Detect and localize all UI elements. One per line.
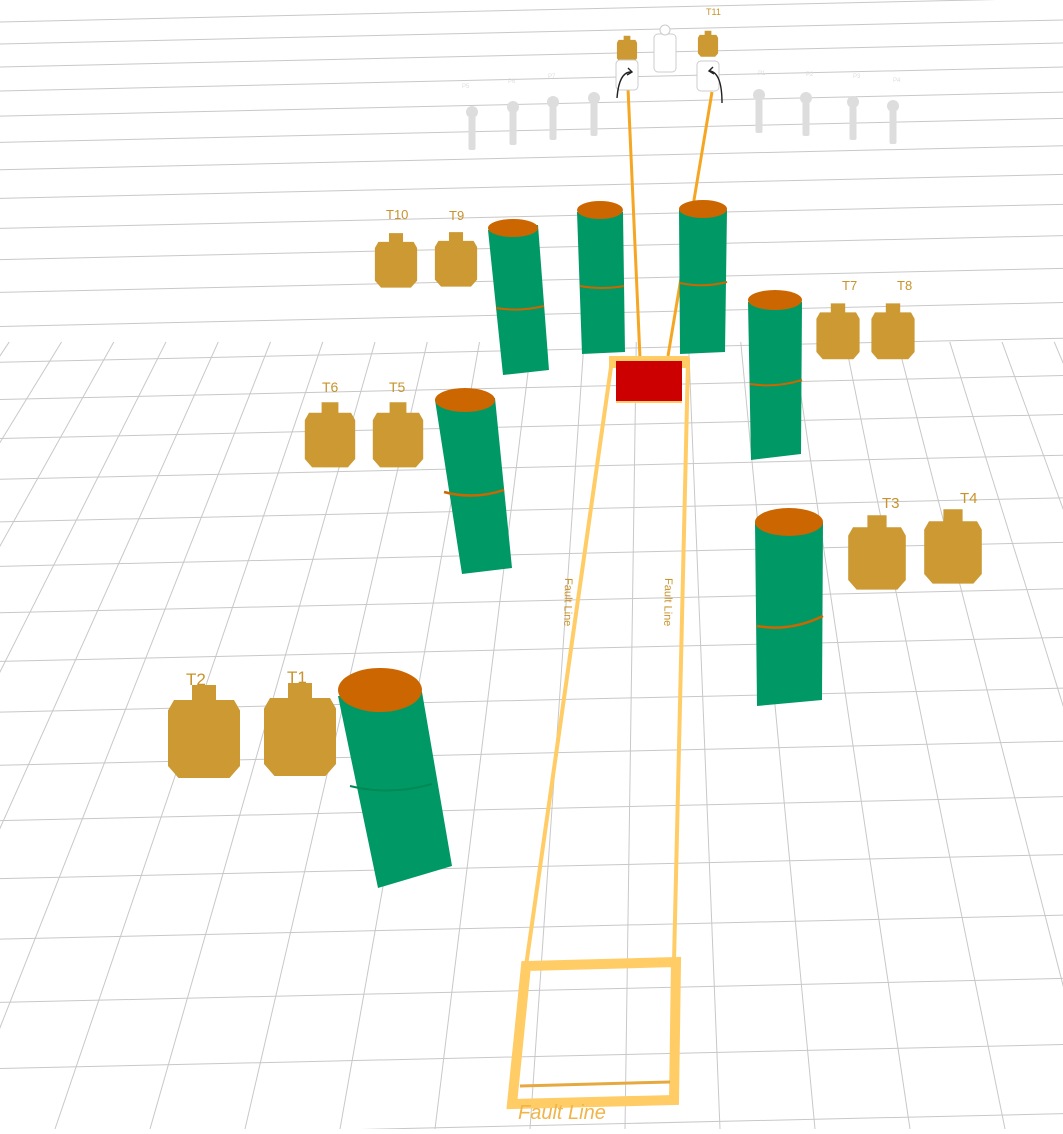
cardboard-target-icon [871, 303, 914, 359]
barrel-cylinder-icon [679, 200, 727, 354]
svg-text:P1: P1 [758, 71, 766, 77]
cardboard-target-icon [373, 402, 423, 467]
target-label-t7: T7 [842, 278, 857, 293]
target-label-t10: T10 [386, 207, 408, 222]
target-label-t9: T9 [449, 208, 464, 223]
steel-popper-icon [466, 106, 478, 150]
steel-popper-icon [847, 96, 859, 140]
cardboard-target-icon [264, 683, 336, 776]
target-t2: T2 [168, 670, 240, 778]
fault-line-side-label-right: Fault Line [661, 578, 674, 627]
cardboard-target-icon [816, 303, 859, 359]
barrel-cylinder-icon [755, 508, 823, 706]
cardboard-target-icon [375, 233, 417, 288]
swinging-targets[interactable]: T11 [616, 7, 722, 103]
barrels [338, 200, 823, 888]
steel-popper-icon [507, 101, 519, 145]
barrel-cylinder-icon [435, 388, 512, 574]
cardboard-target-icon [435, 232, 477, 287]
barrel-cylinder-icon [488, 219, 549, 375]
target-label-t2: T2 [186, 670, 206, 689]
target-label-t8: T8 [897, 278, 912, 293]
cardboard-target-icon [848, 515, 906, 589]
barrel-cylinder-icon [577, 201, 625, 354]
target-t4: T4 [924, 490, 982, 584]
steel-popper-icon [547, 96, 559, 140]
svg-text:P2: P2 [806, 72, 814, 78]
target-label-t5: T5 [389, 379, 406, 395]
target-t8: T8 [871, 278, 914, 359]
target-t1: T1 [264, 668, 336, 776]
steel-popper-icon [800, 92, 812, 136]
cardboard-target-icon [168, 685, 240, 778]
steel-poppers: P5 P6 P7 P1 P2 P3 P4 [462, 71, 901, 150]
svg-text:P7: P7 [548, 74, 556, 80]
cardboard-target-icon [924, 509, 982, 583]
cardboard-target-icon [617, 36, 637, 62]
target-t3: T3 [848, 495, 906, 590]
target-label-t3: T3 [882, 495, 900, 512]
svg-text:P4: P4 [893, 78, 901, 84]
target-label-t11: T11 [706, 7, 721, 17]
svg-text:P5: P5 [462, 84, 470, 90]
target-t7: T7 [816, 278, 859, 359]
start-box[interactable] [609, 356, 689, 403]
target-label-t4: T4 [960, 490, 978, 507]
barrel-cylinder-icon [338, 668, 452, 888]
svg-text:P6: P6 [508, 79, 516, 85]
fault-line-side-label-left: Fault Line [561, 578, 574, 627]
target-t9: T9 [435, 208, 477, 287]
cardboard-target-icon [698, 31, 718, 57]
fault-line-label: Fault Line [518, 1102, 606, 1124]
steel-popper-icon [753, 89, 765, 133]
target-label-t6: T6 [322, 379, 339, 395]
target-label-t1: T1 [287, 668, 307, 687]
svg-text:P3: P3 [853, 74, 861, 80]
cardboard-target-icon [305, 402, 355, 467]
barrel-cylinder-icon [748, 290, 802, 460]
